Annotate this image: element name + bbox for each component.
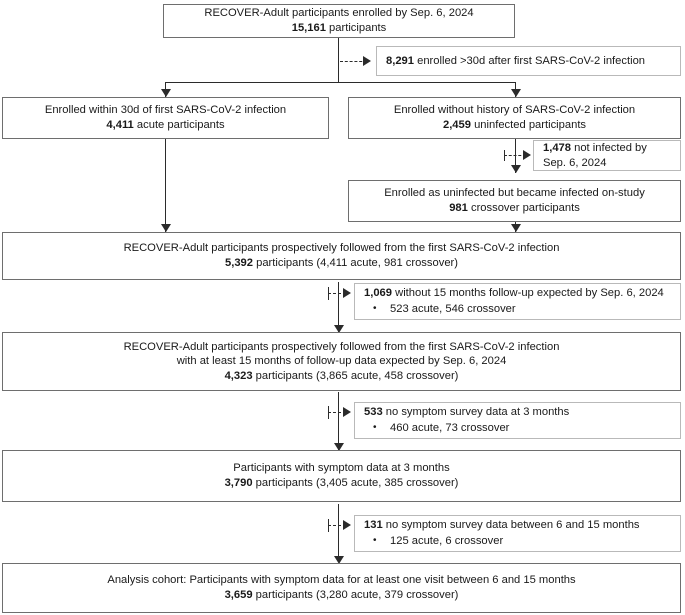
connector-split-bar bbox=[165, 82, 515, 83]
node-enrolled-total-line2: 15,161 participants bbox=[292, 21, 387, 36]
exclusion-no-6-15mo-text: no symptom survey data between 6 and 15 … bbox=[382, 519, 640, 531]
exclusion-no-15mo-followup: 1,069 without 15 months follow-up expect… bbox=[354, 283, 681, 320]
arrowhead-crossover-to-followed bbox=[511, 224, 521, 232]
node-followed-line2: 5,392 participants (4,411 acute, 981 cro… bbox=[225, 256, 458, 271]
node-uninfected-line2: 2,459 uninfected participants bbox=[443, 118, 586, 133]
node-symptom-3mo-line1: Participants with symptom data at 3 mont… bbox=[233, 462, 450, 475]
node-followed: RECOVER-Adult participants prospectively… bbox=[2, 232, 681, 280]
connector-enrolled-stem bbox=[338, 37, 339, 82]
exclusion-not-infected-line1: 1,478 not infected by bbox=[543, 141, 647, 156]
node-analysis-cohort-unit: participants (3,280 acute, 379 crossover… bbox=[252, 589, 459, 601]
arrowhead-acute bbox=[161, 89, 171, 97]
node-enrolled-total-line1: RECOVER-Adult participants enrolled by S… bbox=[204, 7, 474, 20]
exclusion-late-enrolled-count: 8,291 bbox=[386, 54, 414, 67]
connector-branch-no-15mo bbox=[328, 293, 346, 294]
exclusion-no-15mo-sub: 523 acute, 546 crossover bbox=[364, 301, 516, 317]
node-uninfected-line1: Enrolled without history of SARS-CoV-2 i… bbox=[393, 104, 636, 117]
connector-branch-no-3mo bbox=[328, 412, 346, 413]
node-crossover-line1: Enrolled as uninfected but became infect… bbox=[384, 187, 645, 200]
arrowhead-not-infected bbox=[523, 150, 531, 160]
exclusion-not-infected-line2: Sep. 6, 2024 bbox=[543, 156, 607, 169]
node-symptom-3mo-count: 3,790 bbox=[224, 477, 253, 489]
exclusion-late-enrolled: 8,291 enrolled >30d after first SARS-CoV… bbox=[376, 46, 681, 76]
node-acute-line2: 4,411 acute participants bbox=[106, 118, 224, 133]
node-symptom-3mo: Participants with symptom data at 3 mont… bbox=[2, 450, 681, 502]
node-followed-15mo-line3: 4,323 participants (3,865 acute, 458 cro… bbox=[225, 369, 459, 384]
connector-15mo-to-3mo bbox=[338, 392, 339, 450]
node-acute-count: 4,411 bbox=[106, 119, 134, 131]
exclusion-no-3mo-text: no symptom survey data at 3 months bbox=[382, 406, 570, 418]
arrowhead-15mo-to-3mo bbox=[334, 443, 344, 451]
exclusion-no-3mo-line1: 533 no symptom survey data at 3 months bbox=[364, 405, 569, 420]
exclusion-no-symptom-6-15mo: 131 no symptom survey data between 6 and… bbox=[354, 515, 681, 552]
exclusion-no-3mo-count: 533 bbox=[364, 406, 383, 418]
node-crossover: Enrolled as uninfected but became infect… bbox=[348, 180, 681, 222]
connector-branch-no-6-15mo bbox=[328, 525, 346, 526]
exclusion-no-6-15mo-count: 131 bbox=[364, 519, 383, 531]
exclusion-no-6-15mo-sub: 125 acute, 6 crossover bbox=[364, 533, 503, 549]
arrowhead-crossover bbox=[511, 165, 521, 173]
connector-dashed-late-enrolled bbox=[340, 61, 367, 62]
node-enrolled-total-count: 15,161 bbox=[291, 22, 326, 34]
arrowhead-uninfected bbox=[511, 89, 521, 97]
node-followed-15mo-unit: participants (3,865 acute, 458 crossover… bbox=[252, 369, 459, 382]
node-followed-unit: participants (4,411 acute, 981 crossover… bbox=[252, 257, 458, 269]
node-uninfected-unit: uninfected participants bbox=[470, 119, 587, 131]
node-acute-unit: acute participants bbox=[133, 119, 225, 131]
exclusion-no-15mo-count: 1,069 bbox=[364, 287, 392, 299]
arrowhead-no-3mo bbox=[343, 407, 351, 417]
exclusion-late-enrolled-text: enrolled >30d after first SARS-CoV-2 inf… bbox=[414, 54, 646, 67]
exclusion-no-15mo-text: without 15 months follow-up expected by … bbox=[392, 287, 664, 299]
node-followed-count: 5,392 bbox=[224, 257, 253, 269]
node-crossover-unit: crossover participants bbox=[467, 202, 580, 214]
node-followed-15mo-line2: with at least 15 months of follow-up dat… bbox=[176, 355, 507, 368]
node-followed-line1: RECOVER-Adult participants prospectively… bbox=[123, 242, 560, 255]
arrowhead-3mo-to-cohort bbox=[334, 556, 344, 564]
node-crossover-count: 981 bbox=[449, 202, 468, 214]
node-followed-15mo-line1: RECOVER-Adult participants prospectively… bbox=[123, 340, 560, 353]
node-acute-line1: Enrolled within 30d of first SARS-CoV-2 … bbox=[44, 104, 287, 117]
connector-acute-to-followed bbox=[165, 138, 166, 233]
arrowhead-no-15mo bbox=[343, 288, 351, 298]
connector-3mo-to-cohort bbox=[338, 504, 339, 562]
node-analysis-cohort-line1: Analysis cohort: Participants with sympt… bbox=[107, 574, 576, 587]
node-uninfected: Enrolled without history of SARS-CoV-2 i… bbox=[348, 97, 681, 139]
exclusion-no-15mo-line1: 1,069 without 15 months follow-up expect… bbox=[364, 286, 664, 301]
node-analysis-cohort-line2: 3,659 participants (3,280 acute, 379 cro… bbox=[225, 588, 459, 603]
arrowhead-late-enrolled bbox=[363, 56, 371, 66]
node-symptom-3mo-line2: 3,790 participants (3,405 acute, 385 cro… bbox=[225, 476, 459, 491]
connector-followed-to-15mo bbox=[338, 282, 339, 333]
exclusion-not-infected-count: 1,478 bbox=[543, 141, 571, 154]
exclusion-not-infected-text: not infected by bbox=[571, 141, 647, 154]
node-uninfected-count: 2,459 bbox=[442, 119, 471, 131]
node-symptom-3mo-unit: participants (3,405 acute, 385 crossover… bbox=[252, 477, 459, 489]
node-followed-15mo: RECOVER-Adult participants prospectively… bbox=[2, 332, 681, 391]
exclusion-no-3mo-sub: 460 acute, 73 crossover bbox=[364, 420, 509, 436]
node-analysis-cohort-count: 3,659 bbox=[224, 589, 253, 601]
node-enrolled-total-unit: participants bbox=[325, 22, 387, 34]
node-crossover-line2: 981 crossover participants bbox=[449, 201, 580, 216]
exclusion-late-enrolled-line: 8,291 enrolled >30d after first SARS-CoV… bbox=[386, 54, 645, 69]
arrowhead-no-6-15mo bbox=[343, 520, 351, 530]
node-followed-15mo-count: 4,323 bbox=[224, 369, 253, 382]
node-enrolled-total: RECOVER-Adult participants enrolled by S… bbox=[163, 4, 515, 38]
node-analysis-cohort: Analysis cohort: Participants with sympt… bbox=[2, 563, 681, 613]
exclusion-no-6-15mo-line1: 131 no symptom survey data between 6 and… bbox=[364, 518, 640, 533]
exclusion-not-infected: 1,478 not infected by Sep. 6, 2024 bbox=[533, 140, 681, 171]
arrowhead-acute-to-followed bbox=[161, 224, 171, 232]
connector-dashed-not-infected bbox=[504, 155, 526, 156]
node-acute: Enrolled within 30d of first SARS-CoV-2 … bbox=[2, 97, 329, 139]
arrowhead-followed-to-15mo bbox=[334, 325, 344, 333]
exclusion-no-symptom-3mo: 533 no symptom survey data at 3 months 4… bbox=[354, 402, 681, 439]
